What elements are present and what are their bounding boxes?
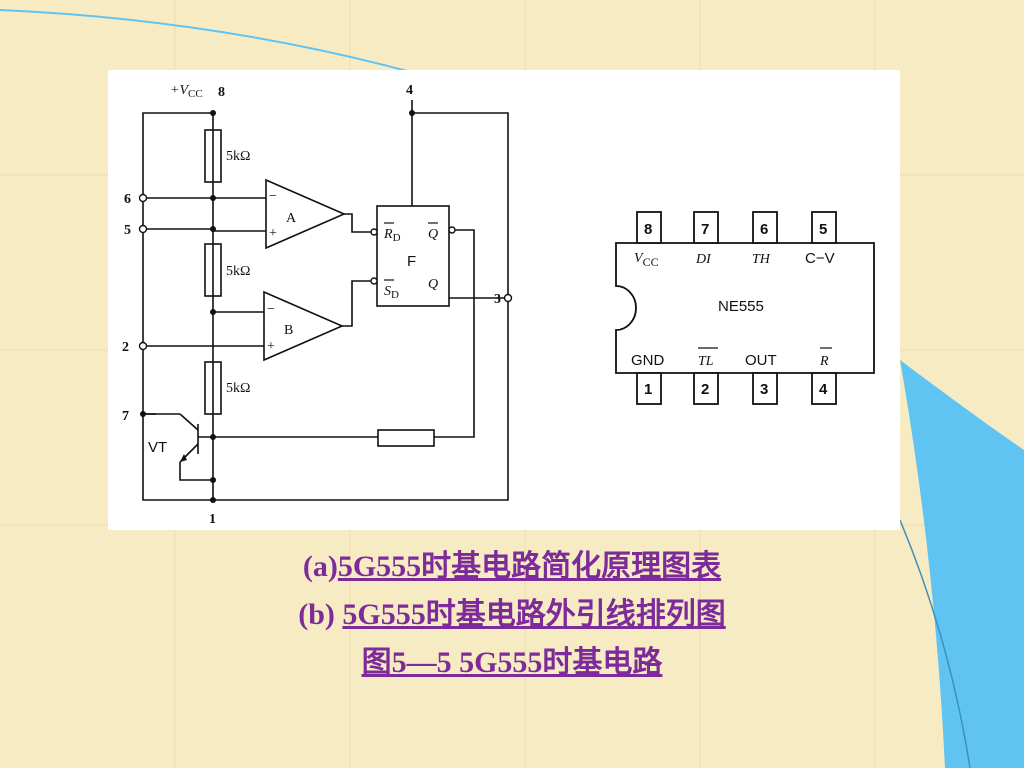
ff-sd-label: SD bbox=[384, 284, 399, 301]
caption-3-link[interactable]: 图5—5 5G555时基电路 bbox=[361, 646, 663, 679]
chip-pin-2 bbox=[693, 372, 719, 405]
pin-6-terminal bbox=[138, 193, 148, 203]
pin-1-label: 1 bbox=[209, 512, 216, 527]
ne555-chip bbox=[615, 211, 875, 405]
caption-1-link[interactable]: 5G555时基电路简化原理图表 bbox=[337, 550, 722, 583]
chip-pin-4-num: 4 bbox=[819, 381, 828, 398]
sd-input-bubble bbox=[370, 277, 378, 285]
feedback-resistor bbox=[377, 429, 435, 447]
vcc-label: +VCC bbox=[170, 83, 203, 100]
comparator-b bbox=[263, 290, 345, 362]
chip-pin-7-num: 7 bbox=[701, 221, 709, 238]
resistor-2 bbox=[204, 243, 222, 297]
rd-input-bubble bbox=[370, 228, 378, 236]
pin-8-label: 8 bbox=[218, 85, 225, 100]
blue-swoosh-shape bbox=[900, 360, 1024, 768]
caption-2-prefix: (b) bbox=[298, 598, 343, 631]
chip-pin-6 bbox=[752, 211, 778, 244]
caption-2-link[interactable]: 5G555时基电路外引线排列图 bbox=[342, 598, 726, 631]
pin-3-label: 3 bbox=[494, 292, 501, 307]
circuit-figure: +VCC 8 4 6 5 2 7 3 1 5kΩ 5kΩ 5kΩ − + A −… bbox=[108, 70, 900, 530]
chip-pin-3-num: 3 bbox=[760, 381, 768, 398]
comp-a-label: A bbox=[286, 211, 297, 226]
caption-line-3[interactable]: 图5—5 5G555时基电路 bbox=[0, 645, 1024, 681]
resistor-1 bbox=[204, 129, 222, 183]
chip-pin-8 bbox=[636, 211, 662, 244]
ff-qbar-label: Q bbox=[428, 227, 438, 242]
chip-pin-8-num: 8 bbox=[644, 221, 652, 238]
swoosh-curve-line bbox=[0, 9, 441, 81]
resistor-3 bbox=[204, 361, 222, 415]
chip-pin-7 bbox=[693, 211, 719, 244]
chip-th-label: TH bbox=[752, 252, 771, 267]
caption-line-1[interactable]: (a)5G555时基电路简化原理图表 bbox=[0, 549, 1024, 585]
chip-vcc-label: VCC bbox=[634, 251, 659, 269]
pin-7-label: 7 bbox=[122, 409, 129, 424]
transistor-label: VT bbox=[148, 439, 167, 456]
chip-pin-1 bbox=[636, 372, 662, 405]
chip-r-label: R bbox=[819, 354, 829, 369]
chip-cv-label: C−V bbox=[805, 250, 835, 267]
chip-pin-5 bbox=[811, 211, 837, 244]
resistor-2-label: 5kΩ bbox=[226, 264, 250, 279]
comp-b-minus: − bbox=[267, 302, 275, 317]
pin-5-label: 5 bbox=[124, 223, 131, 238]
pin-4-label: 4 bbox=[406, 83, 413, 98]
caption-1-prefix: (a) bbox=[302, 550, 338, 583]
resistor-3-label: 5kΩ bbox=[226, 381, 250, 396]
ff-q-label: Q bbox=[428, 277, 438, 292]
comp-b-plus: + bbox=[267, 339, 275, 354]
chip-tl-label: TL bbox=[698, 354, 714, 369]
caption-line-2[interactable]: (b) 5G555时基电路外引线排列图 bbox=[0, 597, 1024, 633]
pin-2-terminal bbox=[138, 341, 148, 351]
ff-f-label: F bbox=[407, 253, 416, 270]
pin-5-terminal bbox=[138, 224, 148, 234]
chip-pin-2-num: 2 bbox=[701, 381, 709, 398]
pin-3-terminal bbox=[503, 293, 513, 303]
comparator-a bbox=[265, 178, 347, 250]
qbar-output-bubble bbox=[448, 226, 456, 234]
circuit-svg: +VCC 8 4 6 5 2 7 3 1 5kΩ 5kΩ 5kΩ − + A −… bbox=[122, 83, 875, 527]
swoosh-curve-right bbox=[899, 519, 971, 768]
chip-pin-3 bbox=[752, 372, 778, 405]
resistor-1-label: 5kΩ bbox=[226, 149, 250, 164]
comp-b-label: B bbox=[284, 323, 293, 338]
chip-pin-1-num: 1 bbox=[644, 381, 652, 398]
chip-pin-5-num: 5 bbox=[819, 221, 827, 238]
ff-rd-label: RD bbox=[383, 227, 401, 244]
chip-di-label: DI bbox=[695, 252, 712, 267]
chip-pin-4 bbox=[811, 372, 837, 405]
comp-a-plus: + bbox=[269, 226, 277, 241]
outer-frame bbox=[142, 112, 509, 501]
chip-pin-6-num: 6 bbox=[760, 221, 768, 238]
chip-out-label: OUT bbox=[745, 352, 777, 369]
comp-a-minus: − bbox=[269, 189, 277, 204]
pin-2-label: 2 bbox=[122, 340, 129, 355]
pin-6-label: 6 bbox=[124, 192, 131, 207]
chip-name-label: NE555 bbox=[718, 298, 764, 315]
chip-gnd-label: GND bbox=[631, 352, 665, 369]
flip-flop bbox=[376, 205, 450, 307]
